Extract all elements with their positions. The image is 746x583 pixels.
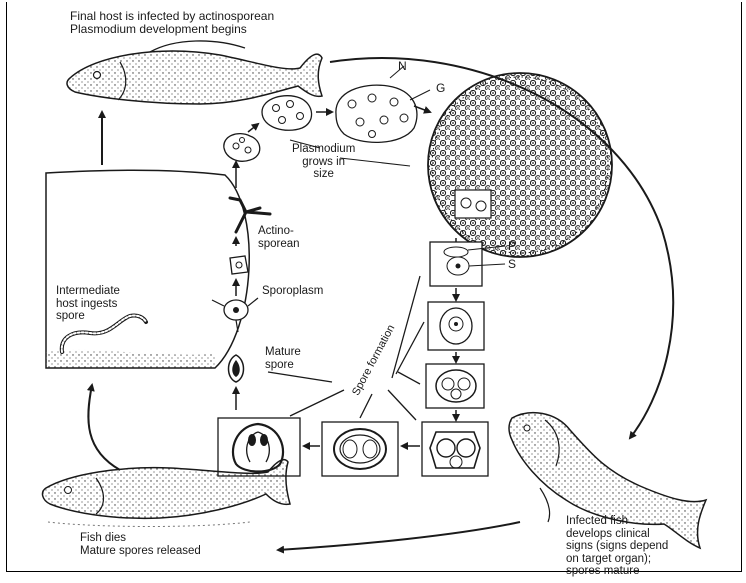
sporoplasm-cell-label: S: [508, 258, 516, 271]
spore-stage-4: [422, 422, 488, 476]
spore-stage-5: [322, 422, 398, 476]
mature-spore-figure: [229, 355, 244, 382]
intermediate-host-panel: [46, 170, 249, 368]
fish-dies-label: Fish dies Mature spores released: [80, 532, 201, 557]
actinosporean-label: Actino- sporean: [258, 225, 300, 250]
sporoplasm-figure: [230, 256, 248, 274]
mature-spore-label: Mature spore: [265, 346, 301, 371]
cycle-arrow-bottom: [278, 522, 520, 550]
plasmodium-large: [336, 85, 417, 142]
sporoplasm-label: Sporoplasm: [262, 285, 323, 298]
final-host-label: Final host is infected by actinosporean …: [70, 10, 274, 36]
infected-fish-label: Infected fish develops clinical signs (s…: [566, 515, 668, 578]
plasmodium-small: [224, 134, 260, 162]
generative-cell-label: G: [436, 82, 445, 95]
cycle-arrow-left: [88, 385, 120, 470]
plasmodium-mature: [428, 73, 612, 257]
spore-stage-3: [426, 364, 484, 408]
spore-stage-6: [218, 418, 300, 476]
plasmodium-medium: [262, 96, 312, 131]
final-host-fish: [67, 41, 322, 104]
plasmodium-grows-label: Plasmodium grows in size: [292, 143, 355, 181]
polar-capsule-label: P: [508, 240, 516, 253]
nucleus-label: N: [398, 60, 407, 73]
intermediate-host-label: Intermediate host ingests spore: [56, 285, 120, 323]
spore-stage-2: [428, 302, 484, 350]
